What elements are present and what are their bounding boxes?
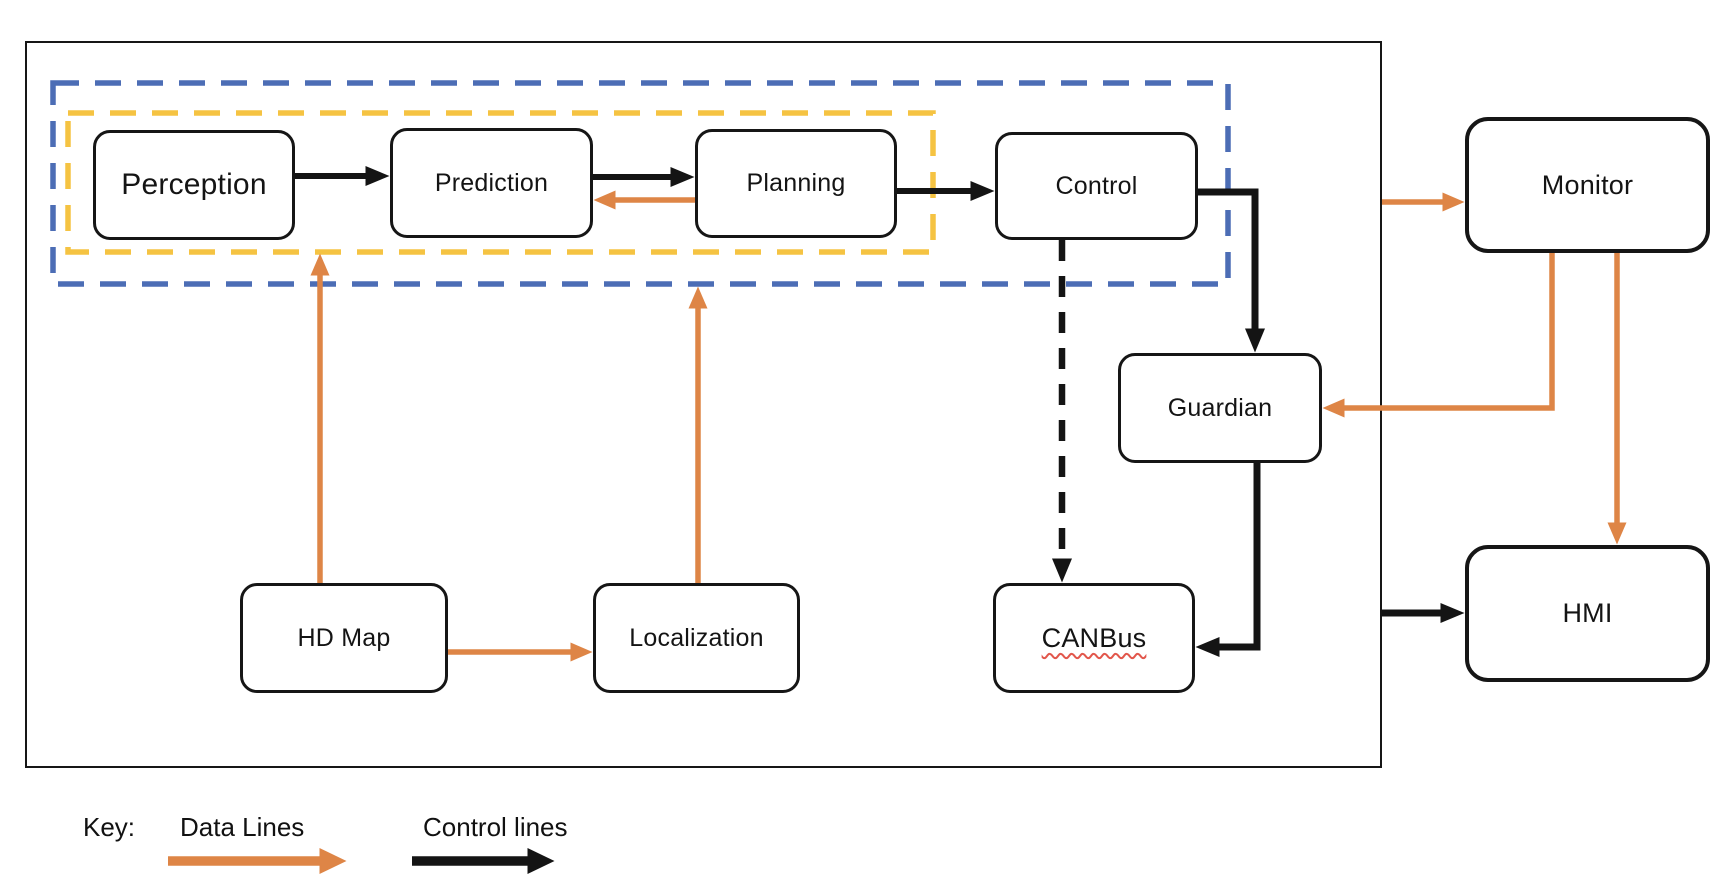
node-prediction: Prediction xyxy=(390,128,593,238)
node-prediction-label: Prediction xyxy=(434,168,549,197)
node-hd-map: HD Map xyxy=(240,583,448,693)
node-canbus-label: CANBus xyxy=(1041,622,1147,653)
node-localization-label: Localization xyxy=(629,623,764,652)
node-monitor: Monitor xyxy=(1465,117,1710,253)
node-control: Control xyxy=(995,132,1198,240)
node-monitor-label: Monitor xyxy=(1541,169,1634,200)
legend-control-lines-label: Control lines xyxy=(423,812,568,842)
node-perception-label: Perception xyxy=(121,168,267,201)
node-canbus: CANBus xyxy=(993,583,1195,693)
node-planning-label: Planning xyxy=(746,169,846,197)
node-perception: Perception xyxy=(93,130,295,240)
node-hmi-label: HMI xyxy=(1562,598,1613,628)
node-hd-map-label: HD Map xyxy=(297,623,391,652)
node-planning: Planning xyxy=(695,129,897,238)
node-localization: Localization xyxy=(593,583,800,693)
node-control-label: Control xyxy=(1055,171,1138,200)
legend-key-label: Key: xyxy=(83,812,136,842)
legend-data-lines-label: Data Lines xyxy=(180,812,305,842)
node-guardian: Guardian xyxy=(1118,353,1322,463)
node-guardian-label: Guardian xyxy=(1167,393,1273,422)
node-hmi: HMI xyxy=(1465,545,1710,682)
